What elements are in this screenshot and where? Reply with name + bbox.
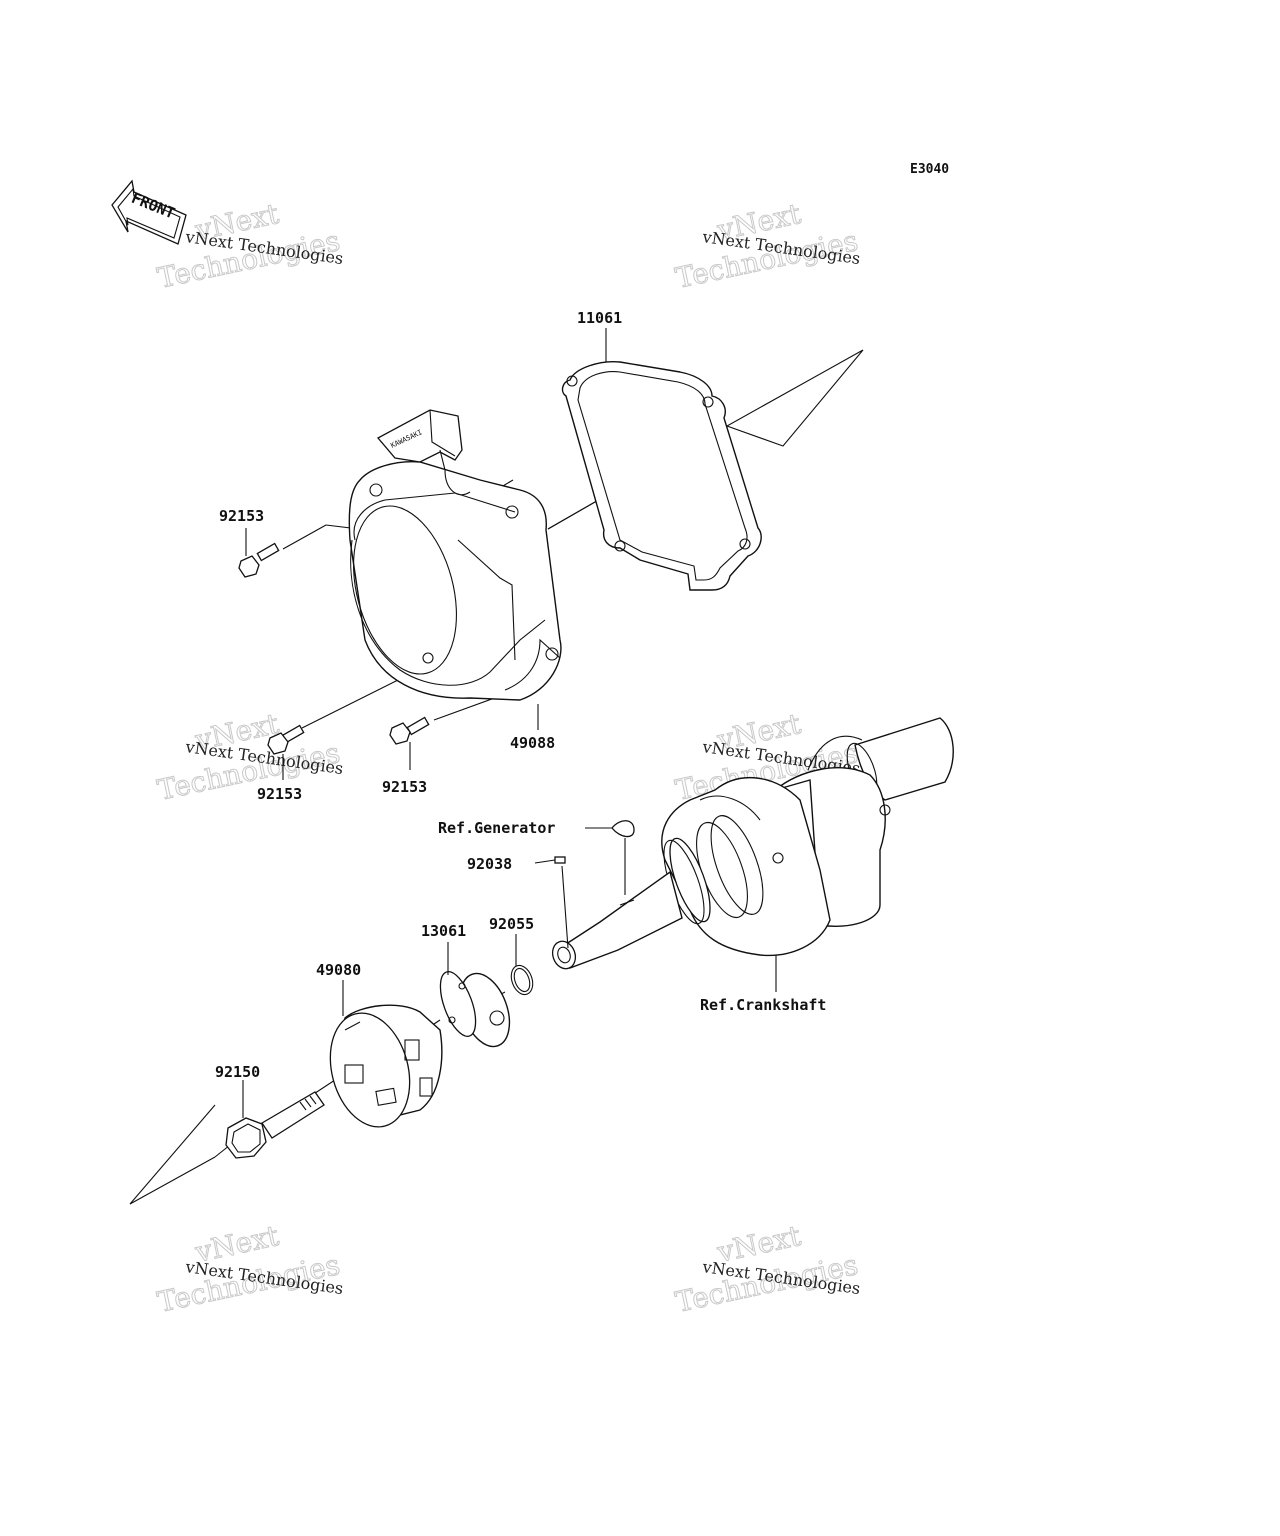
callout-ref-generator: Ref.Generator	[438, 819, 555, 837]
bolt-top	[238, 542, 280, 578]
bolt-bottom-right	[389, 716, 430, 745]
callout-bolt-bottom-right: 92153	[382, 778, 427, 796]
recoil-starter-cover: KAWASAKI	[348, 409, 562, 701]
starter-pulley	[329, 1004, 443, 1128]
watermark-mid-left: vNext Technologies vNext Technologies	[154, 706, 344, 807]
callout-o-ring: 92055	[489, 915, 534, 933]
watermark-top-left: vNext Technologies vNext Technologies	[154, 196, 344, 295]
callout-key: 92038	[467, 855, 512, 873]
callout-bolt-top: 92153	[219, 507, 264, 525]
watermark-top-right: vNext Technologies vNext Technologies	[672, 196, 861, 295]
callout-bolt-bottom-left: 92153	[257, 785, 302, 803]
crank-bolt	[225, 1091, 325, 1159]
generator-key	[611, 820, 635, 838]
callout-gasket: 11061	[577, 309, 622, 327]
callout-pulley: 49080	[316, 961, 361, 979]
collar	[439, 971, 511, 1048]
watermark-bottom-right: vNext Technologies vNext Technologies	[672, 1218, 861, 1319]
diagram-code: E3040	[910, 162, 949, 177]
callout-crank-bolt: 92150	[215, 1063, 260, 1081]
o-ring	[510, 964, 534, 996]
leader-lines	[242, 328, 777, 1118]
crankshaft	[551, 717, 954, 970]
gasket	[561, 361, 762, 591]
callout-ref-crankshaft: Ref.Crankshaft	[700, 996, 826, 1014]
watermark-bottom-left: vNext Technologies vNext Technologies	[154, 1218, 344, 1319]
bolt-bottom-left	[267, 724, 305, 755]
callout-recoil-cover: 49088	[510, 734, 555, 752]
front-arrow-icon: FRONT	[111, 179, 187, 245]
callout-collar: 13061	[421, 922, 466, 940]
key-part	[554, 856, 566, 864]
